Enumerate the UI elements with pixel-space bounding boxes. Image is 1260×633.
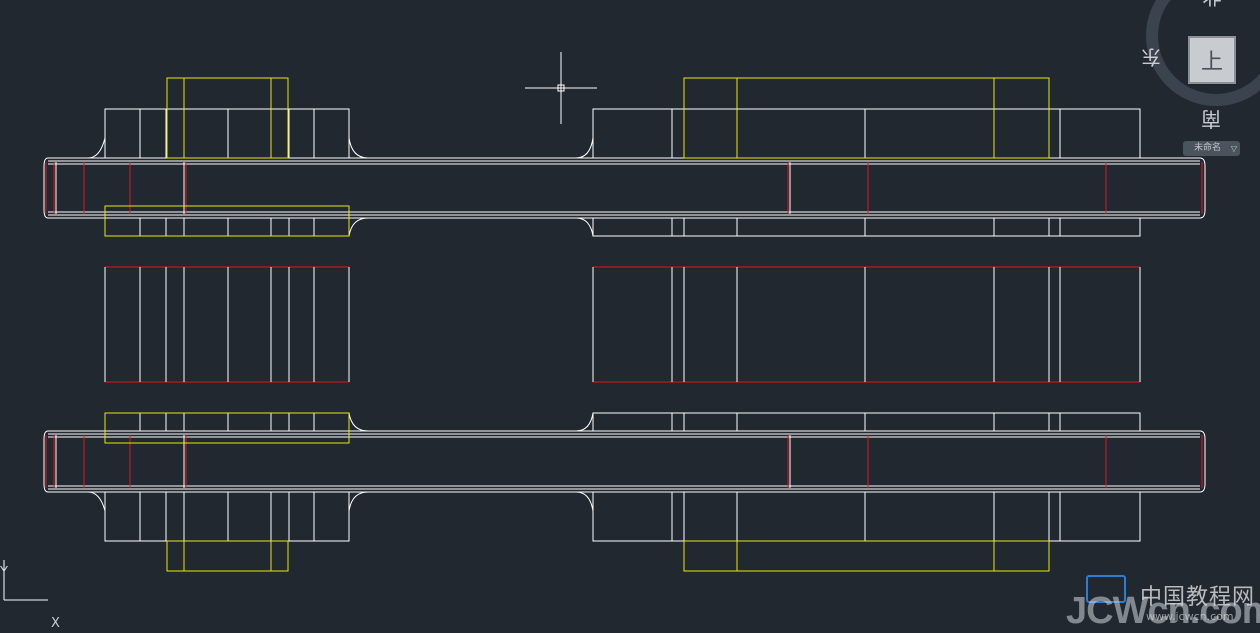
fillet-curve: [348, 412, 369, 432]
fillet-curve: [348, 217, 369, 237]
viewcube-east-label[interactable]: 东: [1141, 45, 1161, 69]
flange-block: [104, 491, 350, 542]
yellow-outline: [104, 412, 350, 444]
viewcube-top-face[interactable]: 上: [1188, 36, 1236, 84]
shaft-end-left: [43, 430, 49, 493]
yellow-outline: [166, 540, 289, 572]
viewcube-north-label[interactable]: 北: [1199, 0, 1225, 13]
flange-block: [104, 217, 350, 237]
ucs-x-axis-label: X: [51, 616, 60, 631]
flange-block: [592, 217, 1141, 237]
fillet-curve: [348, 137, 369, 159]
fillet-curve: [87, 137, 106, 159]
flange-block: [592, 108, 1141, 159]
fillet-curve: [575, 491, 594, 512]
viewcube-south-label[interactable]: 南: [1201, 107, 1221, 131]
fillet-curve: [575, 217, 594, 237]
flange-block: [104, 108, 350, 159]
ucs-y-axis-label: Y: [0, 565, 8, 580]
watermark-logo-icon: [1086, 575, 1126, 603]
fillet-curve: [575, 137, 594, 159]
watermark-cn-text: 中国教程网: [1140, 585, 1256, 610]
flange-block: [592, 491, 1141, 542]
fillet-curve: [348, 491, 369, 512]
shaft-end-left: [43, 157, 49, 219]
chevron-down-icon: ▽: [1230, 144, 1237, 153]
yellow-outline: [166, 77, 289, 159]
ucs-name-label: 未命名: [1193, 143, 1221, 153]
flange-block: [592, 412, 1141, 432]
watermark-url-text: www.jcwcn.com: [1146, 610, 1234, 623]
fillet-curve: [575, 412, 594, 432]
shaft-end-right: [1199, 430, 1206, 493]
watermark-main-text: JCWcn.com: [1066, 590, 1260, 632]
shaft-end-right: [1199, 157, 1206, 219]
fillet-curve: [87, 491, 106, 512]
flange-block: [104, 412, 350, 432]
crosshair-cursor-box: [557, 84, 565, 92]
ucs-name-dropdown[interactable]: 未命名 ▽: [1183, 141, 1240, 156]
yellow-outline: [683, 540, 1050, 572]
yellow-outline: [104, 205, 350, 237]
yellow-outline: [683, 77, 1050, 159]
